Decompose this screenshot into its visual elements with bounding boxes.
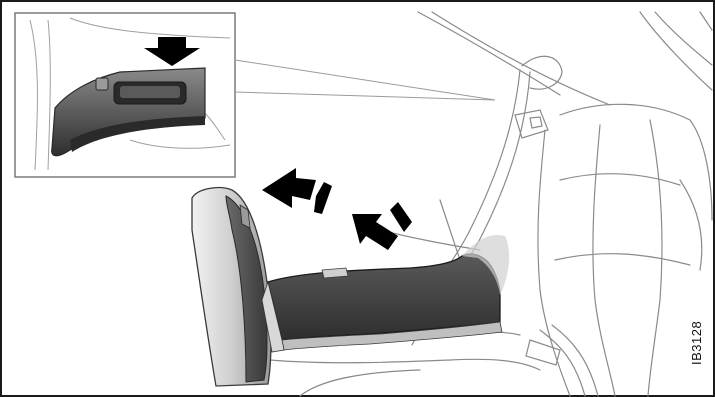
figure-code-text: IB3128 xyxy=(689,321,704,365)
